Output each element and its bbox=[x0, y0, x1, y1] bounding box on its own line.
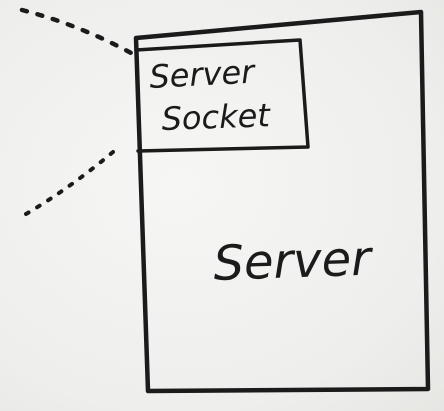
server-socket-box bbox=[134, 38, 310, 153]
server-label: Server bbox=[212, 230, 375, 292]
socket-label-line1: Server bbox=[148, 52, 257, 96]
upper-dotted-connection bbox=[19, 7, 136, 57]
lower-dotted-connection bbox=[24, 144, 122, 216]
socket-label-line2: Socket bbox=[161, 96, 272, 138]
server-box bbox=[133, 9, 431, 394]
